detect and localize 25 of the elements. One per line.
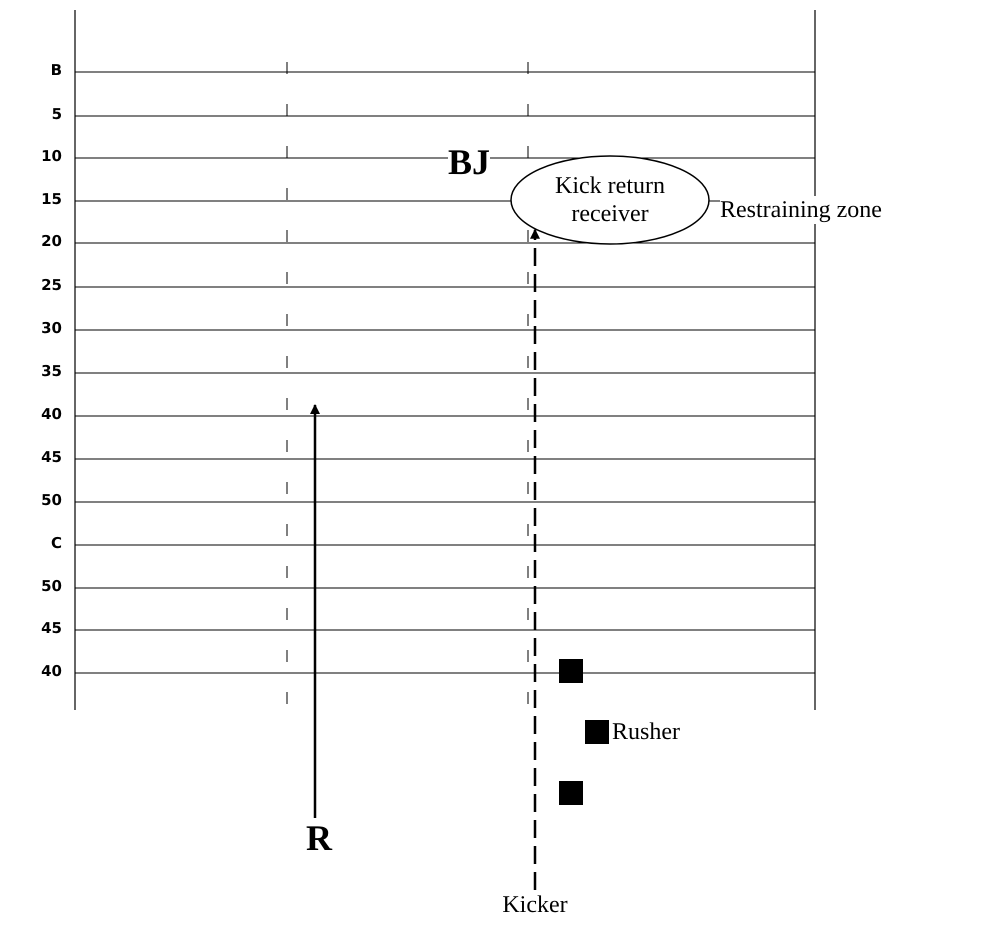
yard-marker: 50 [40,491,62,509]
yard-marker: B [50,61,62,79]
yard-marker: 35 [40,362,62,380]
yard-marker: 5 [50,105,62,123]
kick-path-arrow [530,228,540,890]
yard-marker: 40 [40,405,62,423]
yard-marker: 45 [40,448,62,466]
player-label: R [300,818,338,858]
movement-arrow [310,404,320,818]
yard-marker: 10 [40,147,62,165]
yard-marker: 15 [40,190,62,208]
yard-marker: 40 [40,662,62,680]
yard-marker: 45 [40,619,62,637]
player-marker [559,781,583,805]
player-label: Kick return receiver [554,172,666,228]
zone-label: Restraining zone [720,196,882,224]
player-label: Kicker [497,890,573,920]
yard-marker: C [50,534,62,552]
player-marker [585,720,609,744]
yard-marker: 25 [40,276,62,294]
yard-marker: 20 [40,232,62,250]
yard-marker: 30 [40,319,62,337]
player-label: Rusher [612,718,680,746]
player-marker [559,659,583,683]
yard-marker: 50 [40,577,62,595]
